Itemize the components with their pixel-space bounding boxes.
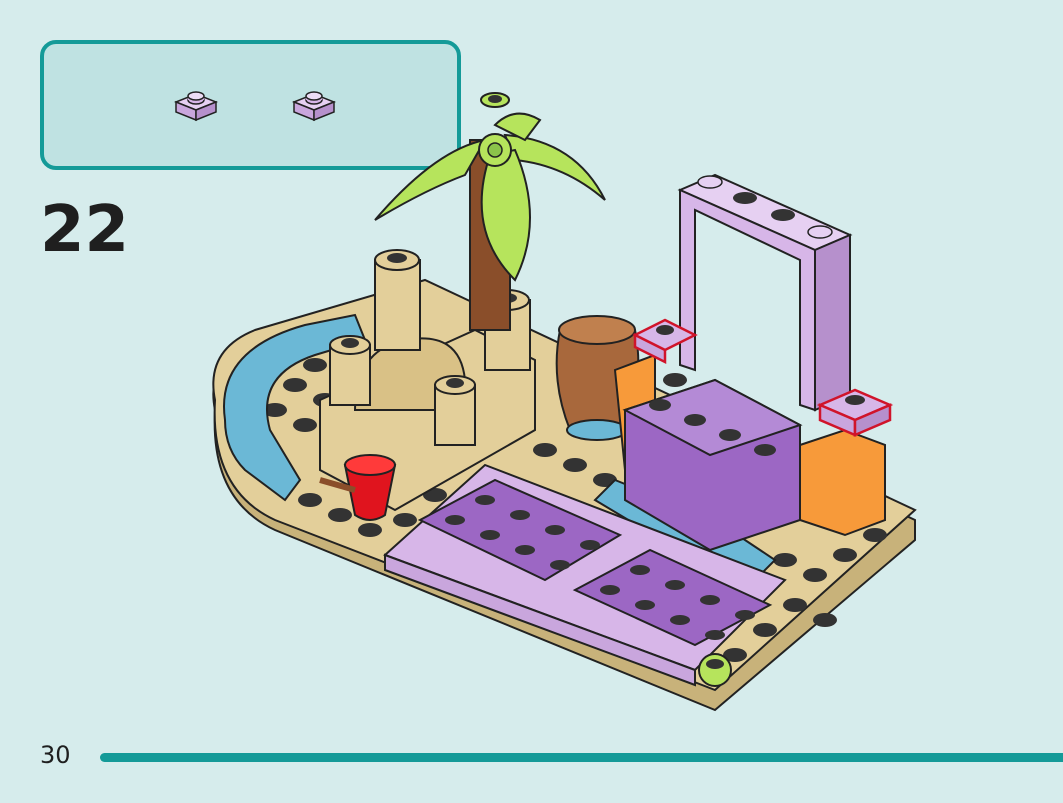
lavender-plate-1x1-icon [173, 91, 219, 122]
lime-flower [698, 653, 732, 687]
red-bucket [319, 454, 397, 521]
new-plate-highlight-right [816, 388, 894, 437]
purple-bricks [622, 378, 803, 552]
lavender-plate-1x1-icon [291, 91, 337, 122]
new-plate-highlight-left [632, 318, 698, 365]
lavender-tile-with-purple-plates [383, 463, 787, 687]
blue-curved-tile [223, 313, 367, 502]
orange-brick-right [799, 428, 886, 537]
page-number: 30 [40, 741, 71, 769]
lego-model-illustration [212, 92, 917, 712]
progress-bar [100, 753, 1063, 762]
palm-tree [374, 92, 606, 331]
progress-bar-fill [100, 753, 1063, 762]
parts-callout [40, 40, 461, 170]
lavender-door-frame [677, 173, 853, 412]
step-number: 22 [40, 193, 130, 267]
